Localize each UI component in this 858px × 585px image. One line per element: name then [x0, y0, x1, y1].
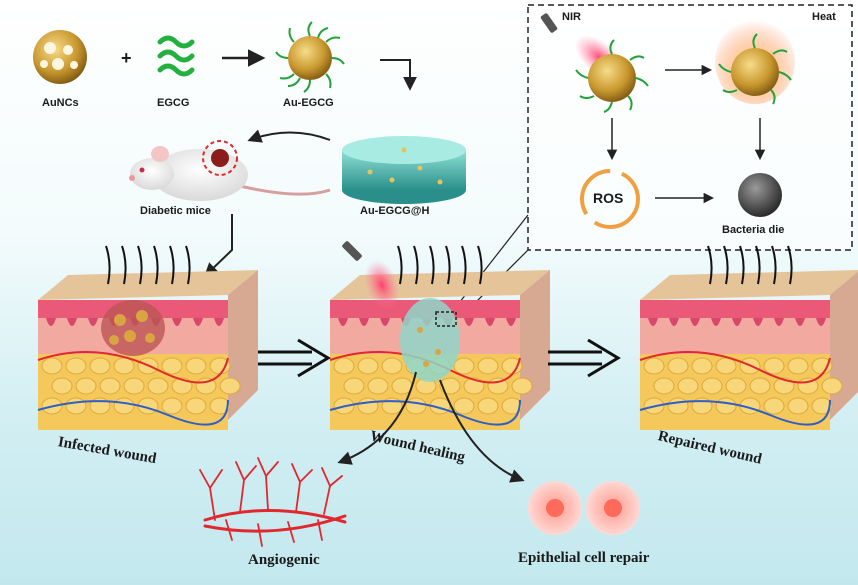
infected-wound-icon [101, 300, 165, 356]
arrow-to-epithelial [439, 379, 525, 483]
label-angio: Angiogenic [248, 552, 320, 568]
label-aunc: AuNCs [42, 97, 79, 109]
hydrogel-disk [342, 136, 466, 204]
au-egcg-nir-particle-icon [575, 39, 649, 113]
skin-block-repaired [639, 245, 858, 430]
diabetic-mouse-icon [129, 140, 331, 201]
arrow-to-angiogenic [337, 371, 417, 465]
label-mice: Diabetic mice [140, 205, 211, 217]
heated-particle-icon [715, 20, 795, 105]
process-arrow-1 [258, 338, 331, 378]
epithelial-cells-icon [528, 481, 640, 535]
vessel-network-icon [199, 457, 347, 547]
egcg-wave-icon [157, 35, 195, 77]
label-nir: NIR [562, 11, 581, 23]
ros-ring-icon [580, 169, 640, 229]
au-egcg-particle-icon [275, 21, 345, 93]
label-heat: Heat [812, 11, 836, 23]
arrow-to-infected-wound [203, 214, 233, 277]
label-au-egcg: Au-EGCG [283, 97, 334, 109]
arrow-to-mice [247, 129, 331, 143]
plus-symbol: + [121, 48, 132, 68]
process-arrow-2 [548, 338, 621, 378]
label-bacteria: Bacteria die [722, 224, 785, 236]
aunc-cage-icon [33, 30, 87, 84]
dead-bacteria-icon [738, 173, 782, 217]
label-epithelial: Epithelial cell repair [518, 550, 650, 566]
wound-nir-laser-icon [342, 241, 400, 311]
inset-connector [451, 214, 529, 313]
label-ros: ROS [593, 190, 624, 206]
label-hydrogel: Au-EGCG@H [360, 205, 430, 217]
label-egcg: EGCG [157, 97, 190, 109]
wound-hydrogel-icon [400, 298, 460, 382]
arrow-to-hydrogel [380, 59, 417, 91]
